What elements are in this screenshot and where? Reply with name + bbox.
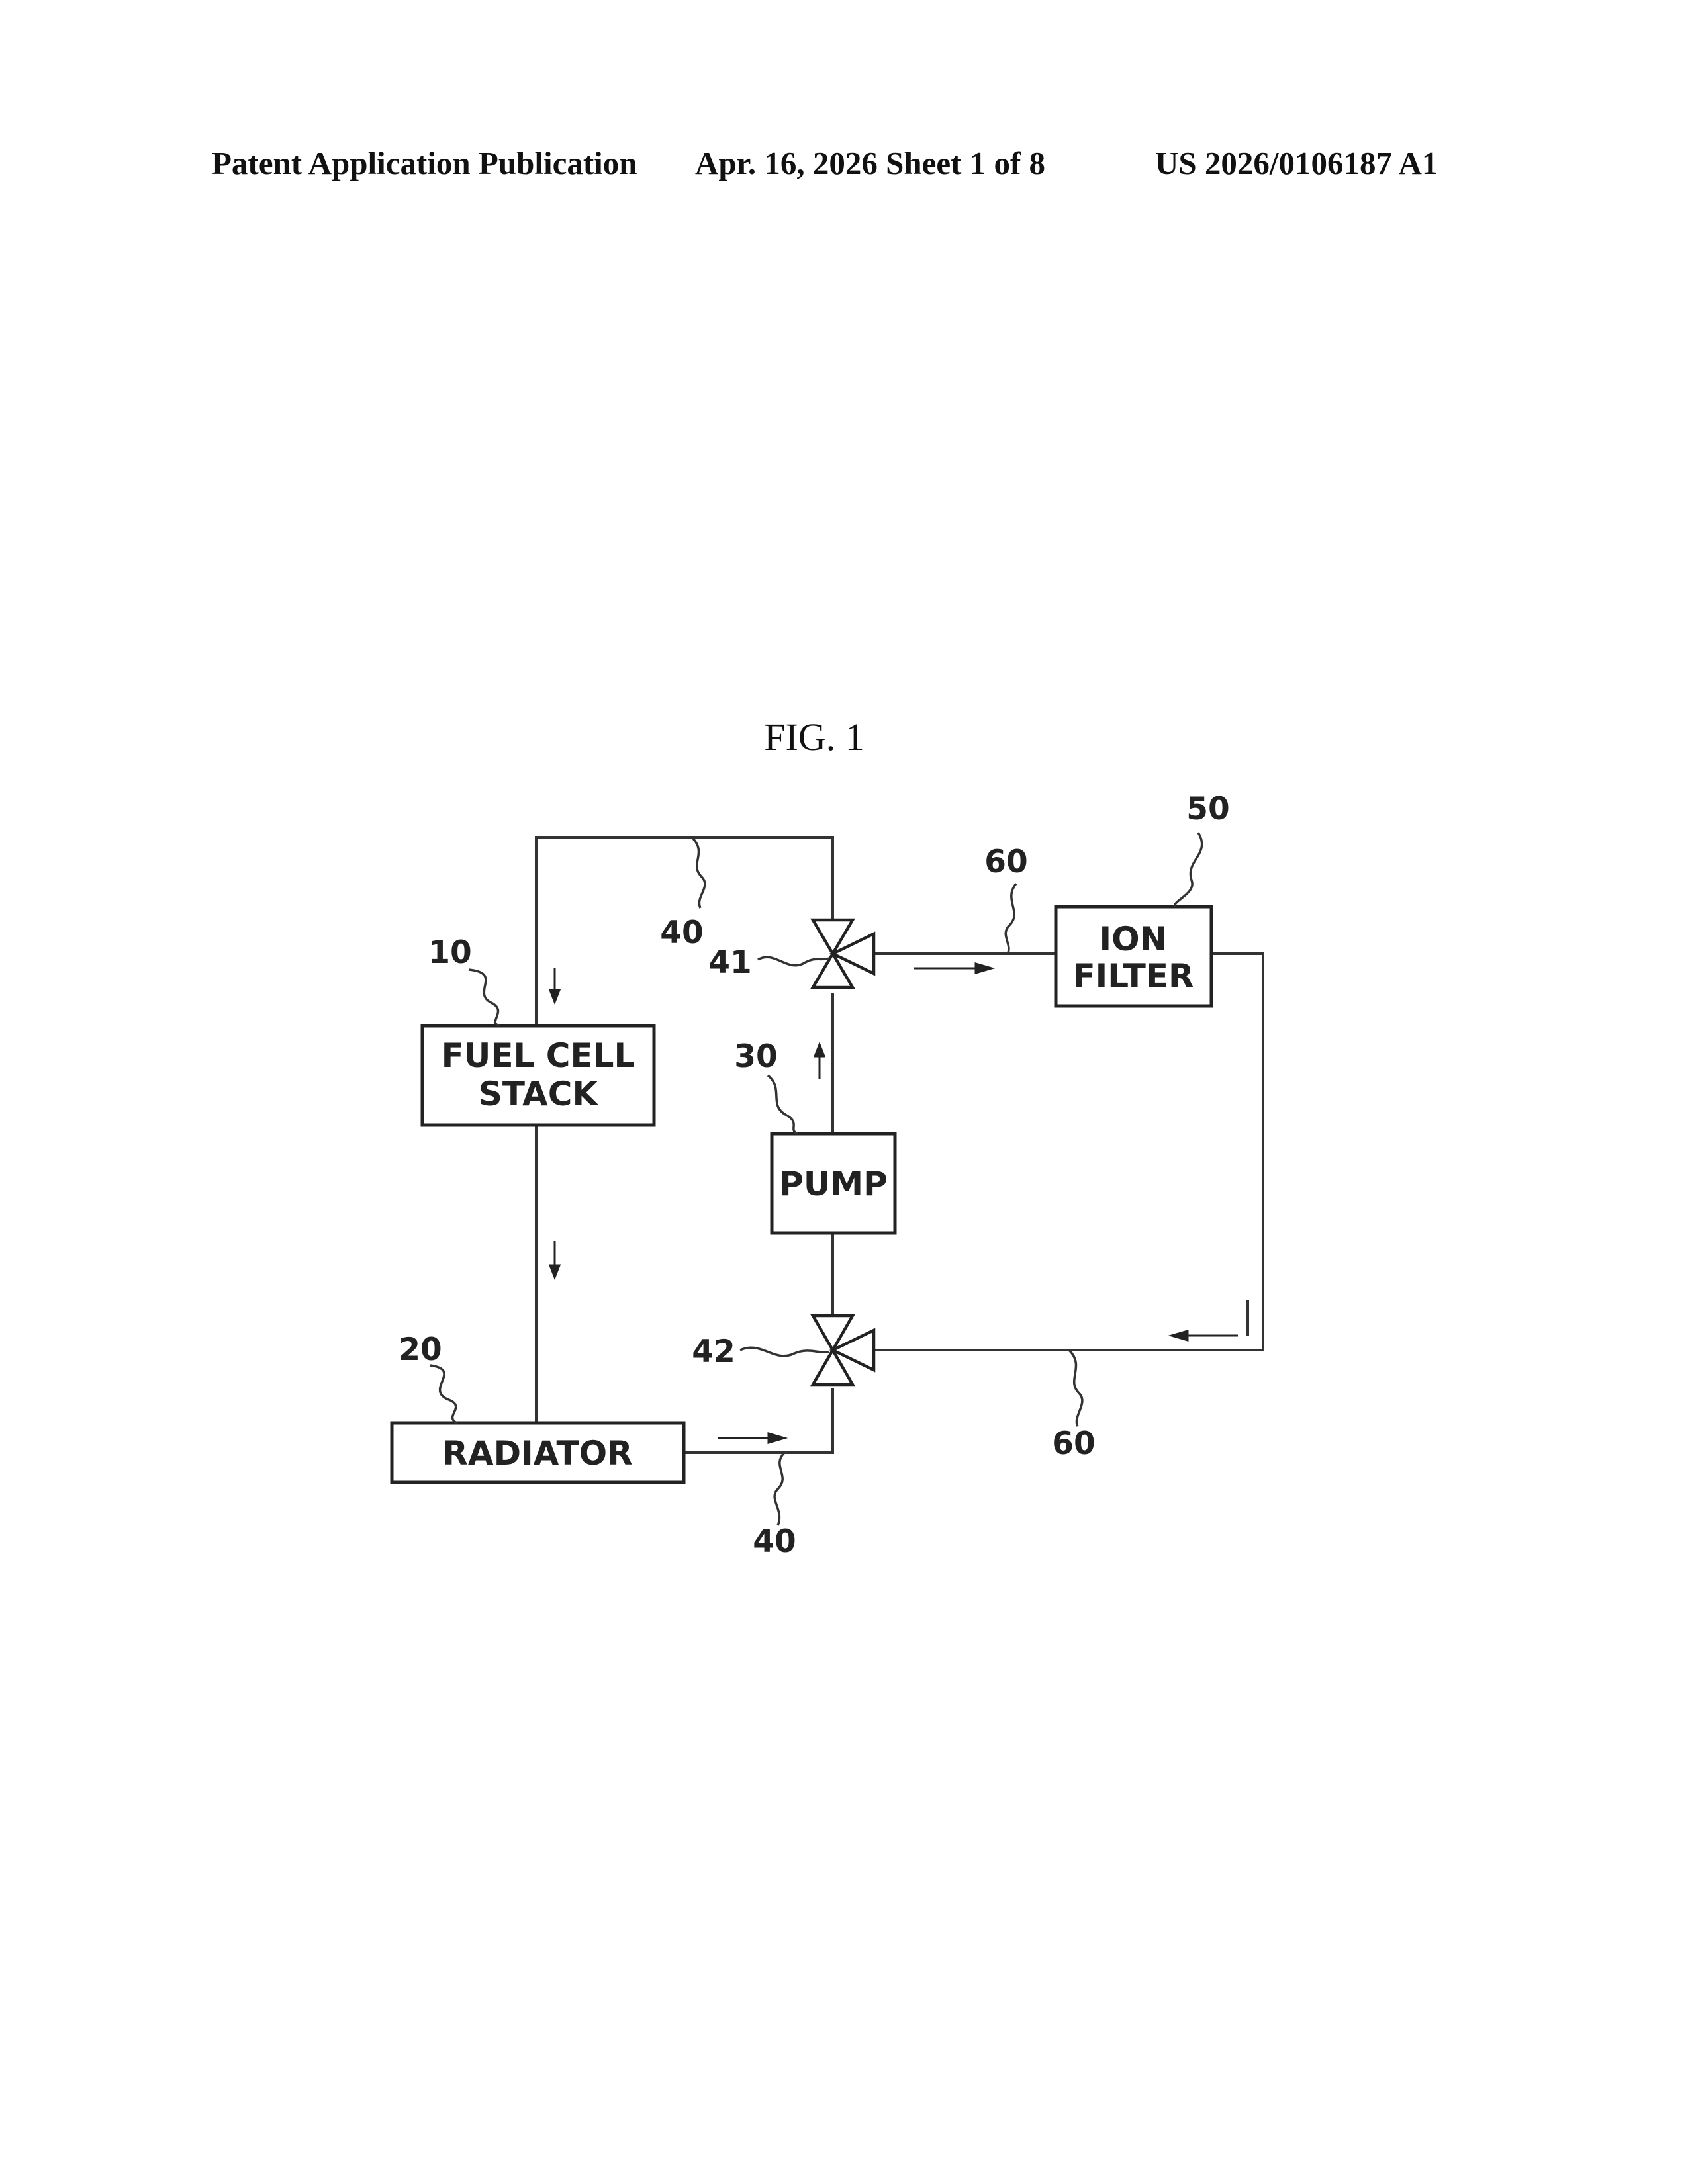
ref-60-bottom: 60 bbox=[1052, 1426, 1095, 1462]
flow-arrow-down-top-left bbox=[550, 968, 559, 1002]
leader-30 bbox=[768, 1075, 798, 1134]
ref-60-top: 60 bbox=[984, 844, 1027, 880]
ref-10: 10 bbox=[428, 934, 471, 971]
ref-20: 20 bbox=[399, 1332, 442, 1368]
leader-10 bbox=[469, 970, 500, 1026]
leader-50 bbox=[1175, 833, 1202, 907]
ref-40-top: 40 bbox=[660, 915, 703, 951]
flow-arrow-up-pump-to-valve bbox=[815, 1044, 824, 1079]
ion-filter-label-line1: ION bbox=[1100, 920, 1168, 958]
flow-arrow-left-return bbox=[1172, 1331, 1238, 1340]
flow-arrow-down-stack-to-radiator bbox=[550, 1241, 559, 1277]
leader-40-top bbox=[692, 837, 705, 908]
leader-20 bbox=[430, 1365, 457, 1423]
flow-arrow-right-to-ion-filter bbox=[914, 964, 992, 973]
ref-41: 41 bbox=[708, 944, 751, 981]
leader-40-bottom bbox=[774, 1453, 784, 1525]
ref-50: 50 bbox=[1186, 791, 1229, 827]
leader-42 bbox=[740, 1347, 829, 1356]
leader-60-top bbox=[1006, 884, 1016, 954]
pump-label: PUMP bbox=[779, 1165, 888, 1203]
coolant-line-radiator-to-valve bbox=[684, 1388, 833, 1453]
ref-42: 42 bbox=[692, 1334, 735, 1370]
ref-40-bottom: 40 bbox=[753, 1524, 796, 1560]
three-way-valve-41 bbox=[813, 920, 874, 987]
bypass-line-ion-filter-to-valve42 bbox=[874, 954, 1263, 1350]
fuel-cell-stack-label-line2: STACK bbox=[479, 1075, 600, 1113]
fuel-cell-stack-label-line1: FUEL CELL bbox=[442, 1036, 635, 1075]
ref-30: 30 bbox=[734, 1038, 777, 1075]
radiator-label: RADIATOR bbox=[442, 1434, 632, 1473]
flow-arrow-right-radiator-out bbox=[718, 1433, 784, 1443]
leader-41 bbox=[758, 957, 829, 966]
leader-60-bottom bbox=[1069, 1350, 1082, 1426]
ion-filter-label-line2: FILTER bbox=[1072, 957, 1194, 995]
three-way-valve-42 bbox=[813, 1316, 874, 1385]
